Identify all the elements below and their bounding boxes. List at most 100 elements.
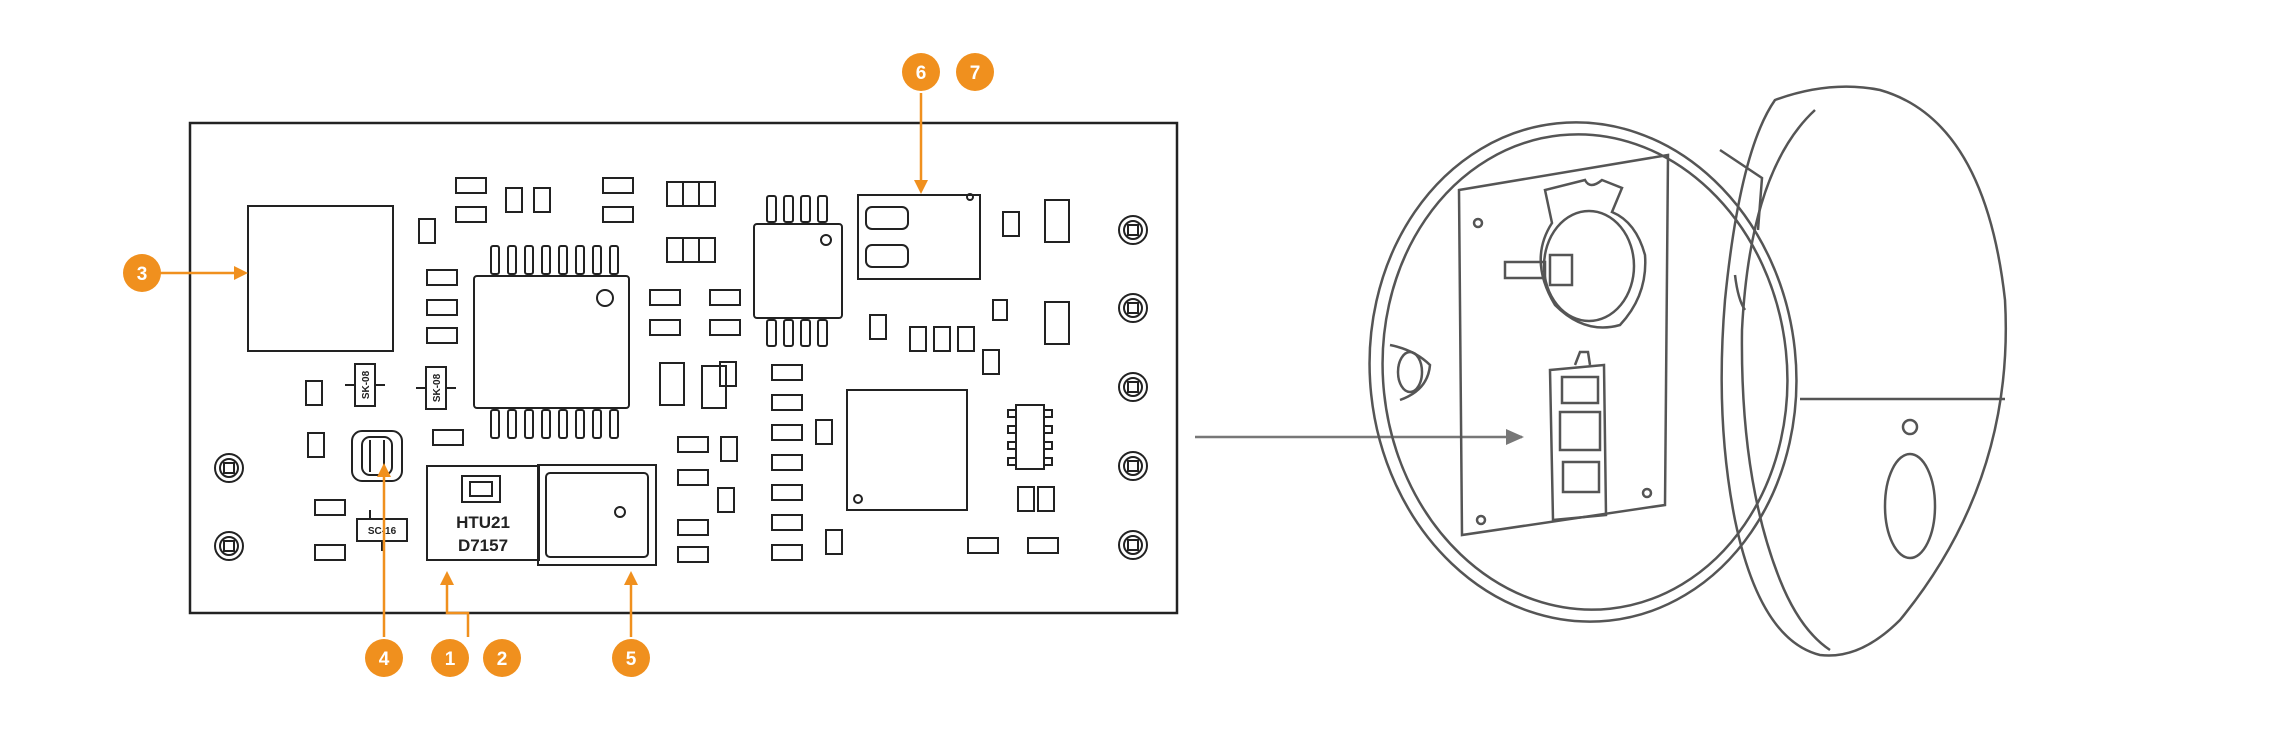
dip-pin	[1043, 457, 1053, 466]
connector-arrow	[1195, 429, 1524, 445]
dip-pin	[1007, 425, 1017, 434]
battery-holder	[1503, 178, 1647, 329]
qfp-pin	[524, 409, 534, 439]
sk08-label-2: SK-08	[432, 373, 443, 402]
qfp-pin	[575, 409, 585, 439]
passive-component	[1017, 486, 1035, 512]
passive-component	[426, 327, 458, 344]
component-5	[537, 464, 657, 566]
passive-component	[771, 424, 803, 441]
passive-component	[909, 326, 927, 352]
qfp-pin	[490, 245, 500, 275]
passive-component	[602, 206, 634, 223]
passive-component	[720, 436, 738, 462]
callout-badge-1: 1	[431, 639, 469, 677]
soic-pin	[766, 195, 777, 223]
qfp-pin	[524, 245, 534, 275]
passive-component	[1044, 301, 1070, 345]
passive-component	[602, 177, 634, 194]
passive-component	[992, 299, 1008, 321]
callout-badge-2: 2	[483, 639, 521, 677]
dip-pin	[1043, 425, 1053, 434]
large-square-component	[247, 205, 394, 352]
main-qfp-chip	[473, 245, 630, 439]
passive-component	[677, 546, 709, 563]
qfp-pin	[609, 409, 619, 439]
sc16-part: SC-16	[356, 510, 408, 551]
chip-label-line1: HTU21	[456, 513, 510, 532]
callout-label-3: 3	[137, 264, 148, 285]
soic-pin	[817, 319, 828, 347]
sk08-part-1: SK-08	[345, 363, 385, 407]
callout-label-7: 7	[970, 63, 981, 84]
qfp-pin	[507, 245, 517, 275]
mounting-hole	[214, 453, 244, 483]
pcb-board: HTU21 D7157 SK-08 SK-08	[188, 121, 1179, 615]
passive-component	[418, 218, 436, 244]
sc16-label: SC-16	[368, 526, 397, 537]
dip-pin	[1043, 409, 1053, 418]
soic-pin	[800, 319, 811, 347]
passive-component	[1044, 199, 1070, 243]
passive-component	[1002, 211, 1020, 237]
mounting-hole	[1118, 215, 1148, 245]
htu21-sensor-chip: HTU21 D7157	[426, 465, 540, 561]
passive-component	[1027, 537, 1059, 554]
qfp-pin	[609, 245, 619, 275]
passive-component	[698, 181, 716, 207]
passive-component	[677, 469, 709, 486]
component-6-7	[857, 193, 981, 280]
passive-component	[426, 299, 458, 316]
passive-component	[825, 529, 843, 555]
callout-badge-5: 5	[612, 639, 650, 677]
qfp-pin	[507, 409, 517, 439]
passive-component	[505, 187, 523, 213]
passive-component	[771, 454, 803, 471]
passive-component	[815, 419, 833, 445]
passive-component	[314, 544, 346, 561]
callout-label-2: 2	[497, 649, 508, 670]
passive-component	[709, 319, 741, 336]
component-4	[351, 430, 403, 482]
mounting-hole	[1118, 530, 1148, 560]
passive-component	[305, 380, 323, 406]
sk08-label-1: SK-08	[361, 370, 372, 399]
soic-pin	[766, 319, 777, 347]
callout-badge-4: 4	[365, 639, 403, 677]
dip-pin	[1007, 409, 1017, 418]
passive-component	[967, 537, 999, 554]
qfn-chip	[846, 389, 968, 511]
passive-component	[717, 487, 735, 513]
passive-component	[307, 432, 325, 458]
device-mini-board	[1548, 350, 1608, 522]
qfp-pin	[592, 409, 602, 439]
soic-pin	[783, 195, 794, 223]
qfp-pin	[541, 409, 551, 439]
passive-component	[649, 319, 681, 336]
passive-component	[957, 326, 975, 352]
soic-pin	[817, 195, 828, 223]
qfp-pin	[490, 409, 500, 439]
callout-label-5: 5	[626, 649, 637, 670]
callout-badge-6: 6	[902, 53, 940, 91]
callout-label-6: 6	[916, 63, 927, 84]
passive-component	[677, 436, 709, 453]
callout-label-1: 1	[445, 649, 456, 670]
mounting-hole	[1118, 293, 1148, 323]
device-illustration	[1368, 85, 2007, 657]
dip-pin	[1043, 441, 1053, 450]
passive-component	[314, 499, 346, 516]
passive-component	[455, 177, 487, 194]
mounting-hole	[214, 531, 244, 561]
soic-pin	[783, 319, 794, 347]
passive-component	[719, 361, 737, 387]
passive-component	[698, 237, 716, 263]
callout-badge-7: 7	[956, 53, 994, 91]
passive-component	[649, 289, 681, 306]
dip-pin	[1007, 441, 1017, 450]
sk08-part-2: SK-08	[416, 366, 456, 410]
callout-badge-3: 3	[123, 254, 161, 292]
passive-component	[771, 484, 803, 501]
mounting-hole	[1118, 372, 1148, 402]
